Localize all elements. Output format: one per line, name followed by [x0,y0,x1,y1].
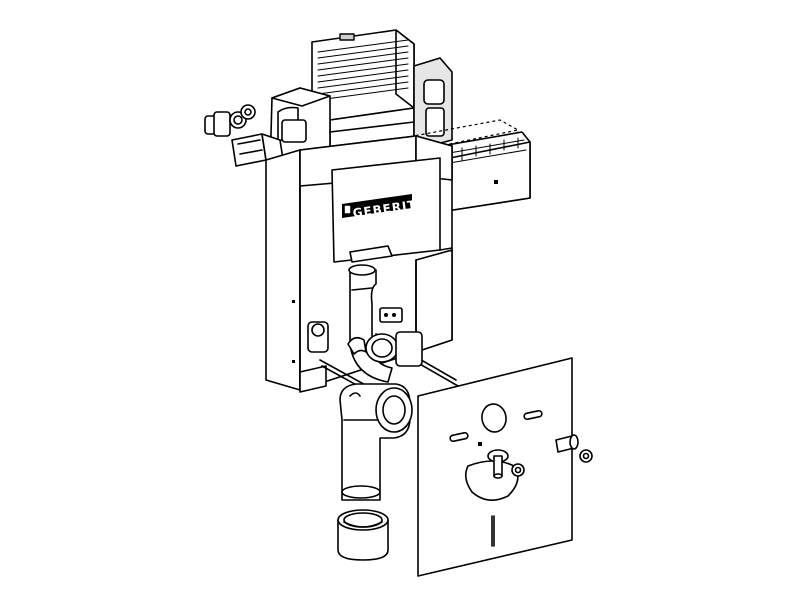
supply-valve [204,104,256,137]
drain-elbow [339,383,413,501]
flush-pipe [348,264,393,383]
fastener-screws [555,434,593,463]
waste-connector [347,331,423,367]
plate-bolt [487,449,525,479]
pipe-coupler [337,509,389,561]
top-actuator-box [311,29,415,161]
